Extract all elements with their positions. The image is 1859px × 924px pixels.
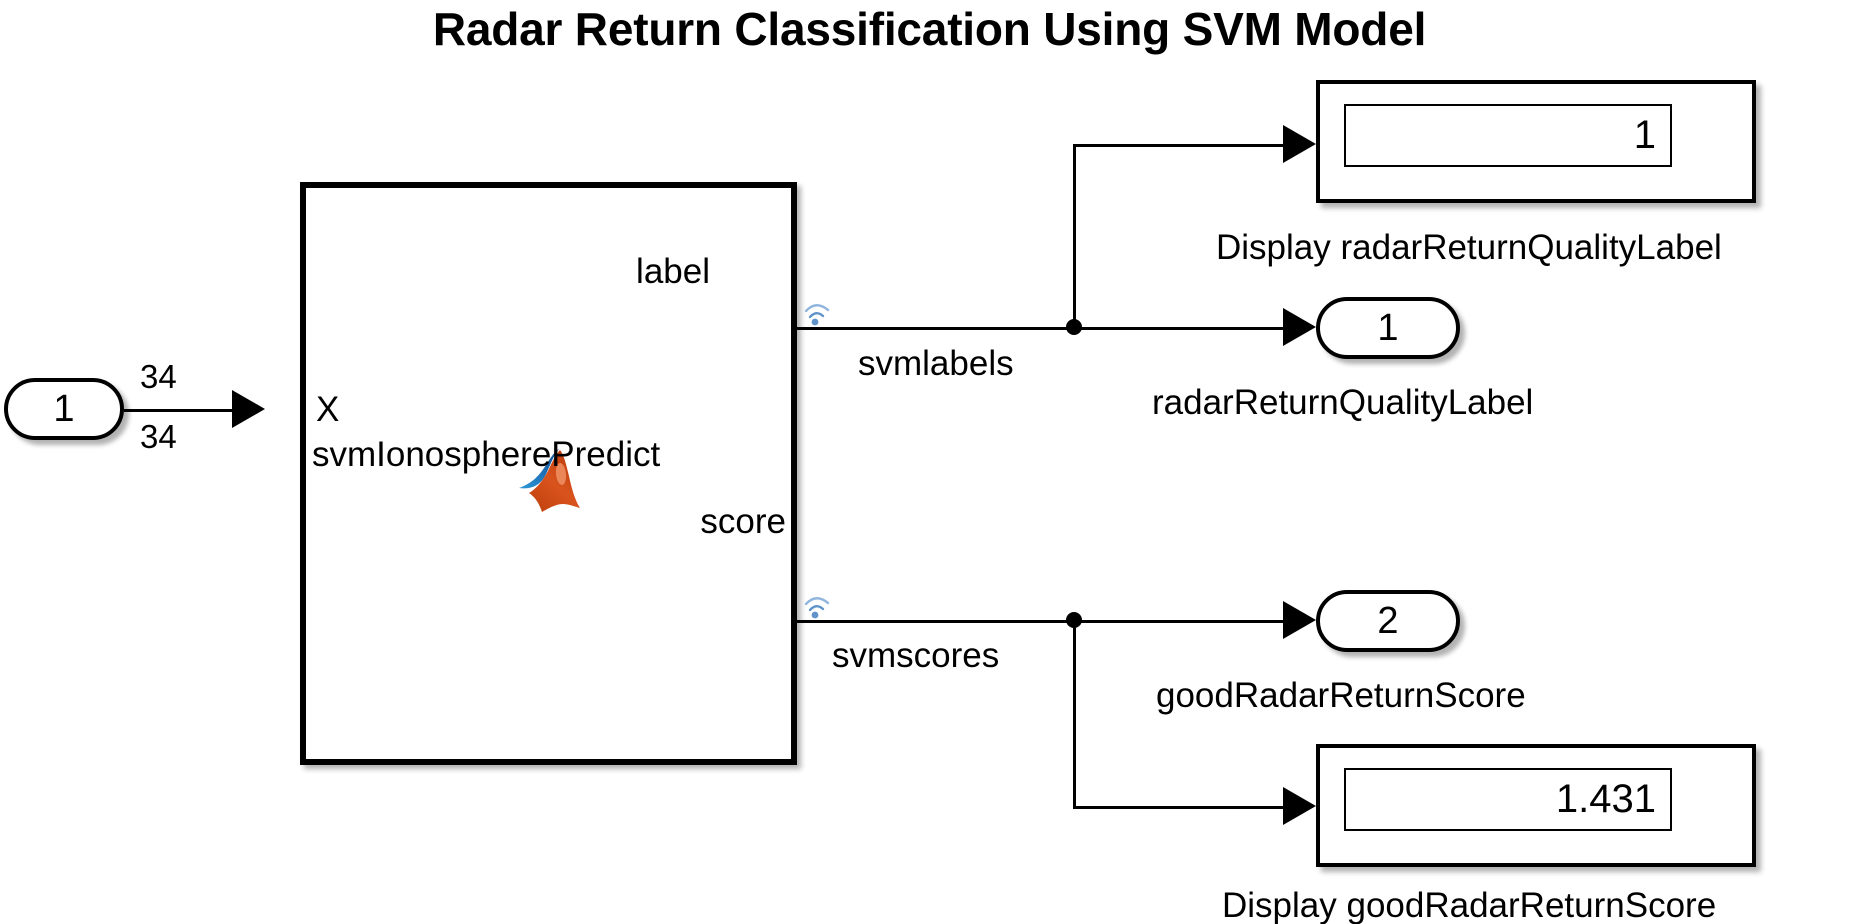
matlab-membrane-icon [518, 448, 586, 514]
wire-label-to-outport [1073, 327, 1290, 330]
display-caption-radar-return-quality-label: Display radarReturnQualityLabel [1216, 228, 1722, 267]
wire-score-to-display [1073, 806, 1290, 809]
outport-block-good-radar-return-score[interactable]: 2 [1316, 590, 1460, 652]
outport-value-1: 1 [1377, 306, 1399, 349]
signal-name-svmlabels: svmlabels [858, 344, 1014, 383]
page-title: Radar Return Classification Using SVM Mo… [432, 3, 1427, 55]
display-block-good-radar-return-score[interactable]: 1.431 [1316, 744, 1756, 867]
signal-name-svmscores: svmscores [832, 636, 1000, 675]
display-value-label: 1 [1633, 113, 1656, 157]
signal-dimension-bottom: 34 [140, 418, 177, 455]
wire-score-branch-down [1073, 620, 1076, 806]
inport-value: 1 [53, 387, 75, 430]
wire-label-out [797, 327, 1074, 330]
arrow-into-outport-label [1283, 308, 1316, 346]
outport-block-radar-return-quality-label[interactable]: 1 [1316, 297, 1460, 359]
wire-score-to-outport [1073, 620, 1290, 623]
wireless-broadcast-icon-label [803, 299, 833, 327]
output-port-label-label: label [636, 252, 710, 291]
svm-predict-block-name: svmIonospherePredict [312, 435, 661, 474]
signal-dimension-top: 34 [140, 358, 177, 395]
outport-caption-radar-return-quality-label: radarReturnQualityLabel [1152, 383, 1534, 422]
arrow-into-display-label [1283, 125, 1316, 163]
input-port-label-x: X [316, 390, 340, 429]
inport-block-1[interactable]: 1 [4, 378, 124, 440]
arrow-into-display-score [1283, 787, 1316, 825]
display-value-field-score: 1.431 [1344, 768, 1672, 831]
output-port-label-score: score [700, 502, 786, 541]
arrow-into-outport-score [1283, 601, 1316, 639]
display-value-score: 1.431 [1555, 777, 1656, 821]
wire-score-out [797, 620, 1074, 623]
wireless-broadcast-icon-score [803, 592, 833, 620]
outport-caption-good-radar-return-score: goodRadarReturnScore [1156, 676, 1526, 715]
outport-value-2: 2 [1377, 599, 1399, 642]
display-value-field-label: 1 [1344, 104, 1672, 167]
wire-label-to-display [1073, 144, 1290, 147]
arrow-into-x-port [232, 390, 265, 428]
wire-label-branch-up [1073, 144, 1076, 328]
display-caption-good-radar-return-score: Display goodRadarReturnScore [1222, 886, 1717, 924]
display-block-radar-return-quality-label[interactable]: 1 [1316, 80, 1756, 203]
wire-inport-to-x [124, 409, 232, 412]
